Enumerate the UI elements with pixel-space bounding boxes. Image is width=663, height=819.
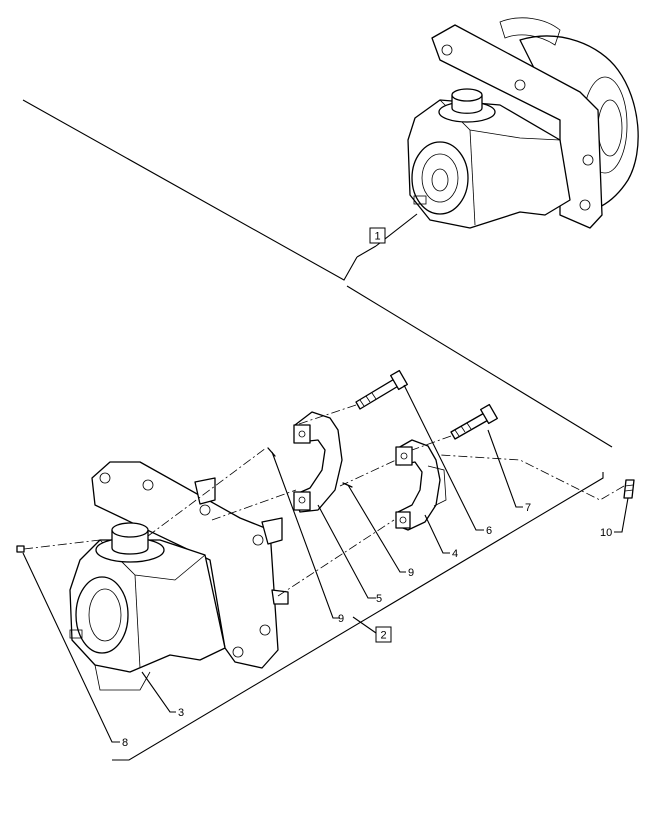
gear-teeth-top xyxy=(499,17,561,46)
kingpin-cap-top xyxy=(451,88,483,102)
axis-bolt-6 xyxy=(295,404,357,426)
clamp-half-4-hole-2 xyxy=(399,516,407,524)
spigot-lower-bottom xyxy=(271,589,289,605)
leader-9-right xyxy=(347,484,406,573)
plug-8 xyxy=(16,545,25,553)
part-8-plug xyxy=(16,539,101,553)
bracket-line-2 xyxy=(112,472,604,761)
clamp-half-4-hole-1 xyxy=(400,452,408,460)
bolt-hole-top-1 xyxy=(441,44,453,56)
stud-10-thread xyxy=(624,484,634,492)
clamp-half-4-bottom-tab xyxy=(395,511,411,529)
axis-stud-10 xyxy=(439,454,625,501)
stud-10 xyxy=(623,479,635,499)
leader-8 xyxy=(22,552,120,743)
leader-7 xyxy=(487,429,523,508)
callout-9-right: 9 xyxy=(408,567,414,579)
assembly-centre-lines xyxy=(147,447,397,597)
bolt-hole-bottom-1 xyxy=(99,472,111,484)
bore-outer-top xyxy=(411,141,469,215)
callout-9-left: 9 xyxy=(338,613,344,625)
leader-6 xyxy=(403,384,484,531)
part-5-clamp-half xyxy=(293,411,376,599)
clamp-half-5-bottom-tab xyxy=(293,491,311,511)
lower-lip-bottom xyxy=(94,664,151,691)
bolt-hole-top-3 xyxy=(582,154,594,166)
callout-labels: 1 2 3 4 5 6 7 8 9 9 10 xyxy=(122,227,612,749)
pin-9-left xyxy=(267,447,276,457)
bolt-7-thread xyxy=(454,422,472,437)
callout-3: 3 xyxy=(178,707,184,719)
clamp-half-5-hole-1 xyxy=(298,430,306,438)
part-4-clamp-half xyxy=(395,439,450,554)
axis-plug-8 xyxy=(23,539,101,550)
axis-pin-right xyxy=(339,459,397,487)
bolt-7-head xyxy=(480,403,498,425)
bolt-hole-bottom-5 xyxy=(259,624,271,636)
bolt-hole-bottom-6 xyxy=(232,646,244,658)
knuckle-edge-top-2 xyxy=(469,129,476,226)
callout-5: 5 xyxy=(376,593,382,605)
clamp-half-5-top-tab xyxy=(293,424,311,444)
part-7-bolt xyxy=(411,403,523,508)
bore-center-top xyxy=(431,168,449,192)
spigot-right-bottom xyxy=(261,517,283,545)
callout-10: 10 xyxy=(600,527,612,539)
assembly-bracket-lines xyxy=(22,99,613,761)
axis-housing-mid xyxy=(211,489,297,521)
callout-leader-2 xyxy=(352,616,377,634)
callout-box-1 xyxy=(369,227,386,244)
axis-bolt-7 xyxy=(411,435,452,451)
callout-leader-1 xyxy=(356,245,377,258)
bolt-6-thread xyxy=(359,392,377,407)
knuckle-assembly-top xyxy=(407,17,639,229)
clamp-half-5-hole-2 xyxy=(298,496,306,504)
clamp-half-4-plate xyxy=(427,465,447,507)
leader-4 xyxy=(424,514,450,554)
callout-6: 6 xyxy=(486,525,492,537)
callout-1: 1 xyxy=(374,231,380,243)
leader-10 xyxy=(614,497,629,533)
bore-inner-bottom xyxy=(88,588,122,642)
bore-inner-top xyxy=(421,153,459,203)
knuckle-housing-bottom xyxy=(69,461,289,713)
stop-bolt-bottom xyxy=(69,629,83,639)
kingpin-cap-bottom xyxy=(111,522,149,538)
flange-plate-top xyxy=(431,24,603,229)
callout-box-2 xyxy=(375,626,392,643)
bolt-hole-bottom-4 xyxy=(252,534,264,546)
bore-outer-bottom xyxy=(75,576,129,654)
callout-2: 2 xyxy=(380,630,386,642)
callout-7: 7 xyxy=(525,502,531,514)
part-10-stud xyxy=(439,454,635,533)
callout-4: 4 xyxy=(452,548,458,560)
bolt-hole-bottom-2 xyxy=(142,479,154,491)
leader-5 xyxy=(317,504,376,599)
knuckle-edge-bottom-2 xyxy=(134,574,141,669)
part-6-bolt xyxy=(295,369,484,531)
axis-housing-lower xyxy=(277,519,395,597)
bracket-line-1-right xyxy=(346,285,613,448)
leader-9-left xyxy=(271,451,340,619)
axis-housing-top xyxy=(147,447,267,537)
leader-3 xyxy=(141,671,176,713)
bolt-hole-bottom-3 xyxy=(199,504,211,516)
bolt-hole-top-2 xyxy=(514,79,526,91)
bolt-hole-top-4 xyxy=(579,199,591,211)
bolt-6-head xyxy=(390,369,408,391)
bracket-line-1-left xyxy=(22,99,358,281)
callout-8: 8 xyxy=(122,737,128,749)
clamp-half-4-top-tab xyxy=(395,446,413,466)
stop-bolt-top xyxy=(413,195,427,205)
